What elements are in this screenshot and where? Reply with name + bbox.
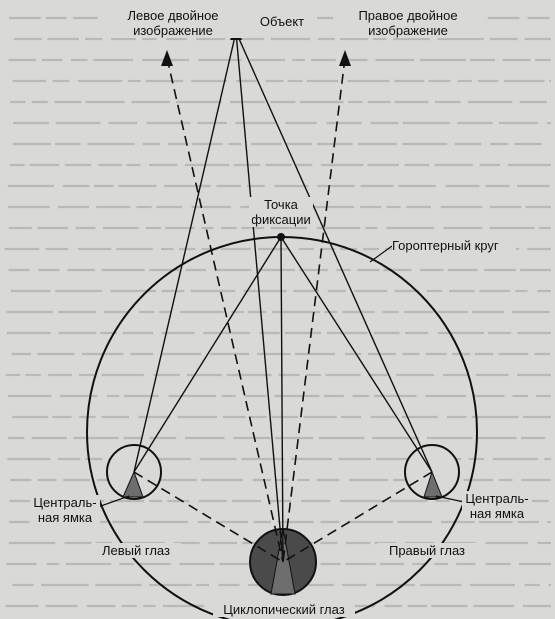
fixation-point-label: Точка фиксации xyxy=(249,197,313,227)
right-eye-to-fixation-line xyxy=(280,236,433,473)
left-fovea-leader xyxy=(97,495,130,508)
right-double-image-arrowhead xyxy=(339,50,351,66)
object-label: Объект xyxy=(247,14,317,29)
background-page-texture xyxy=(4,16,551,608)
right-fovea-wedge xyxy=(423,470,443,498)
left-eye-to-fixation-line xyxy=(133,236,282,473)
horopter-label-leader xyxy=(369,245,393,263)
right-eye-to-cyclopean-line xyxy=(282,471,433,563)
fixation-point-dot xyxy=(277,233,285,241)
right-eye-to-object-line xyxy=(235,31,433,473)
cyclopean-to-fixation-line xyxy=(280,236,284,563)
cyclopean-to-object-line xyxy=(235,31,284,563)
left-double-image-projection-line xyxy=(166,57,284,563)
left-eye-label: Левый глаз xyxy=(91,543,181,558)
left-double-image-arrowhead xyxy=(161,50,173,66)
left-fovea-wedge xyxy=(122,470,144,498)
left-double-image-label: Левое двойное изображение xyxy=(98,8,248,38)
right-double-image-projection-line xyxy=(282,57,346,563)
right-fovea-label: Централь- ная ямка xyxy=(462,491,532,521)
horopter-circle-label: Гороптерный круг xyxy=(392,238,516,253)
left-fovea-label: Централь- ная ямка xyxy=(30,495,100,525)
right-eye-label: Правый глаз xyxy=(377,543,477,558)
left-eye-to-cyclopean-line xyxy=(133,471,284,563)
right-double-image-label: Правое двойное изображение xyxy=(333,8,483,38)
cyclopean-eye-label: Циклопический глаз xyxy=(213,602,355,617)
right-fovea-leader xyxy=(435,495,465,503)
left-eye-to-object-line xyxy=(133,31,237,473)
